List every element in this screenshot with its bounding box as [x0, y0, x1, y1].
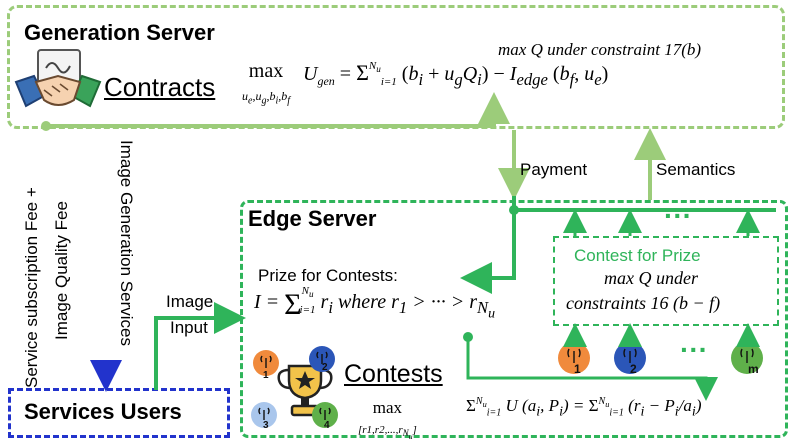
- service-fee-label: Service subscription Fee +: [22, 187, 41, 388]
- utility-gen-formula: max ue,ug,bi,bf Ugen = ΣNui=1 (bi + ugQi…: [242, 60, 608, 106]
- prize-formula: I = ΣNui=1 ri where r1 > ··· > rNu: [254, 285, 496, 322]
- prize-for-contests-label: Prize for Contests:: [258, 266, 398, 285]
- semantics-label: Semantics: [656, 160, 736, 179]
- contracts-label: Contracts: [104, 72, 216, 102]
- contest-antennas-ellipsis: ···: [680, 334, 708, 365]
- utility-gen-rhs: = ΣNui=1 (bi + ugQi) − Iedge (bf, ue): [339, 60, 609, 89]
- generation-server-title: Generation Server: [24, 20, 215, 45]
- image-quality-fee-label: Image Quality Fee: [52, 201, 71, 340]
- contest-box-line1: max Q under: [604, 268, 698, 288]
- contests-utility-formula: ΣNui=1 U (ai, Pi) = ΣNui=1 (ri − Pi/ai): [466, 396, 702, 420]
- utility-max-subscript: ue,ug,bi,bf: [242, 89, 291, 107]
- handshake-contract-icon: [14, 49, 102, 108]
- antenna-label-2: 2: [322, 362, 328, 373]
- semantics-ellipsis: ···: [664, 200, 692, 231]
- utility-gen-lhs: Ugen: [303, 63, 335, 88]
- contest-for-prize-box: [553, 236, 779, 326]
- image-input-label-2: Input: [170, 318, 208, 337]
- constraint-17b-note: max Q under constraint 17(b): [498, 40, 702, 59]
- utility-max-operator: max: [248, 60, 284, 82]
- antenna-label-3: 3: [263, 420, 269, 431]
- contest-antenna-label-2: 2: [630, 362, 637, 376]
- contests-label: Contests: [344, 360, 443, 388]
- contest-antenna-label-m: m: [748, 362, 759, 376]
- contest-box-title: Contest for Prize: [574, 246, 701, 265]
- antenna-label-4: 4: [324, 420, 330, 431]
- contest-box-line2: constraints 16 (b − f): [566, 293, 721, 313]
- services-users-title: Services Users: [24, 399, 182, 424]
- contests-max-operator: max[r1,r2,...,rNu]: [358, 398, 417, 442]
- antenna-label-1: 1: [263, 370, 269, 381]
- contest-antenna-label-1: 1: [574, 362, 581, 376]
- image-input-label-1: Image: [166, 292, 214, 311]
- image-generation-services-label: Image Generation Services: [117, 140, 136, 346]
- payment-label: Payment: [520, 160, 588, 179]
- edge-server-title: Edge Server: [248, 206, 377, 231]
